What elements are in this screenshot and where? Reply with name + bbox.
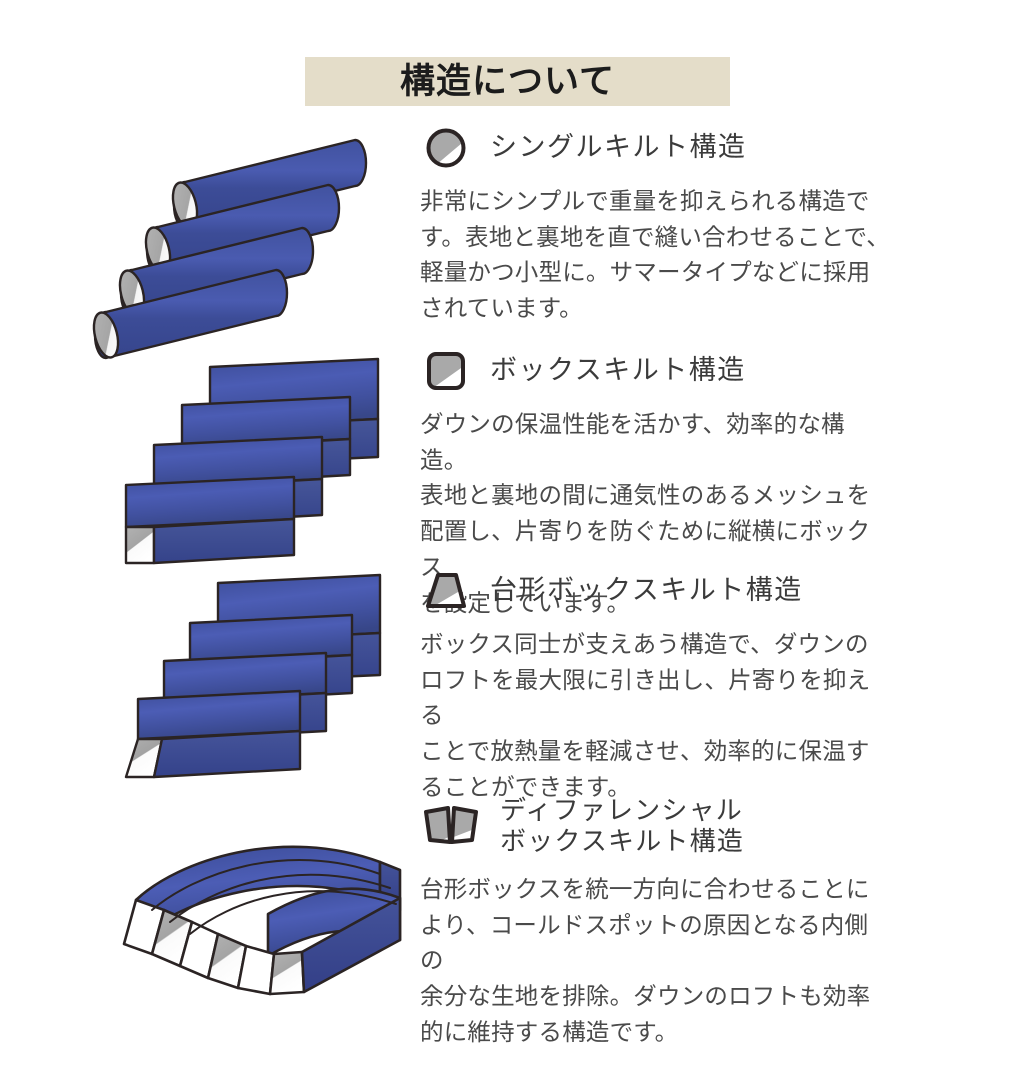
section-heading-row: ディファレンシャル ボックスキルト構造 [420, 790, 890, 862]
section-title: シングルキルト構造 [490, 132, 747, 163]
section-content: 台形ボックスキルト構造 ボックス同士が支えあう構造で、ダウンの ロフトを最大限に… [420, 565, 890, 806]
section-trapezoid-box-quilt: 台形ボックスキルト構造 ボックス同士が支えあう構造で、ダウンの ロフトを最大限に… [0, 565, 1027, 800]
page-title-banner: 構造について [305, 57, 730, 106]
curved-trapezoid-illustration [118, 845, 418, 1088]
trapezoid-icon [420, 568, 472, 614]
section-title: ディファレンシャル ボックスキルト構造 [500, 795, 745, 856]
rounded-square-icon [420, 348, 472, 394]
cylinder-tubes-illustration [92, 122, 410, 360]
box-tubes-illustration [110, 345, 410, 565]
section-title: ボックスキルト構造 [490, 355, 746, 386]
section-heading-row: 台形ボックスキルト構造 [420, 565, 890, 617]
section-body: 台形ボックスを統一方向に合わせることに より、コールドスポットの原因となる内側の… [420, 876, 871, 1045]
section-box-quilt: ボックスキルト構造 ダウンの保温性能を活かす、効率的な構造。 表地と裏地の間に通… [0, 345, 1027, 616]
section-differential-box-quilt: ディファレンシャル ボックスキルト構造 台形ボックスを統一方向に合わせることに … [0, 790, 1027, 1045]
section-heading-row: ボックスキルト構造 [420, 345, 890, 397]
page-title: 構造について [400, 62, 615, 101]
section-single-quilt: シングルキルト構造 非常にシンプルで重量を抑えられる構造で す。表地と裏地を直で… [0, 122, 1027, 360]
section-body: ボックス同士が支えあう構造で、ダウンの ロフトを最大限に引き出し、片寄りを抑える… [420, 631, 871, 800]
double-trapezoid-icon [420, 803, 482, 849]
circle-icon [420, 125, 472, 171]
trapezoid-tubes-illustration [110, 565, 410, 790]
section-title: 台形ボックスキルト構造 [490, 575, 803, 606]
section-body: 非常にシンプルで重量を抑えられる構造で す。表地と裏地を直で縫い合わせることで、… [420, 188, 891, 322]
section-heading-row: シングルキルト構造 [420, 122, 890, 174]
section-content: ディファレンシャル ボックスキルト構造 台形ボックスを統一方向に合わせることに … [420, 790, 890, 1051]
section-content: シングルキルト構造 非常にシンプルで重量を抑えられる構造で す。表地と裏地を直で… [420, 122, 890, 327]
